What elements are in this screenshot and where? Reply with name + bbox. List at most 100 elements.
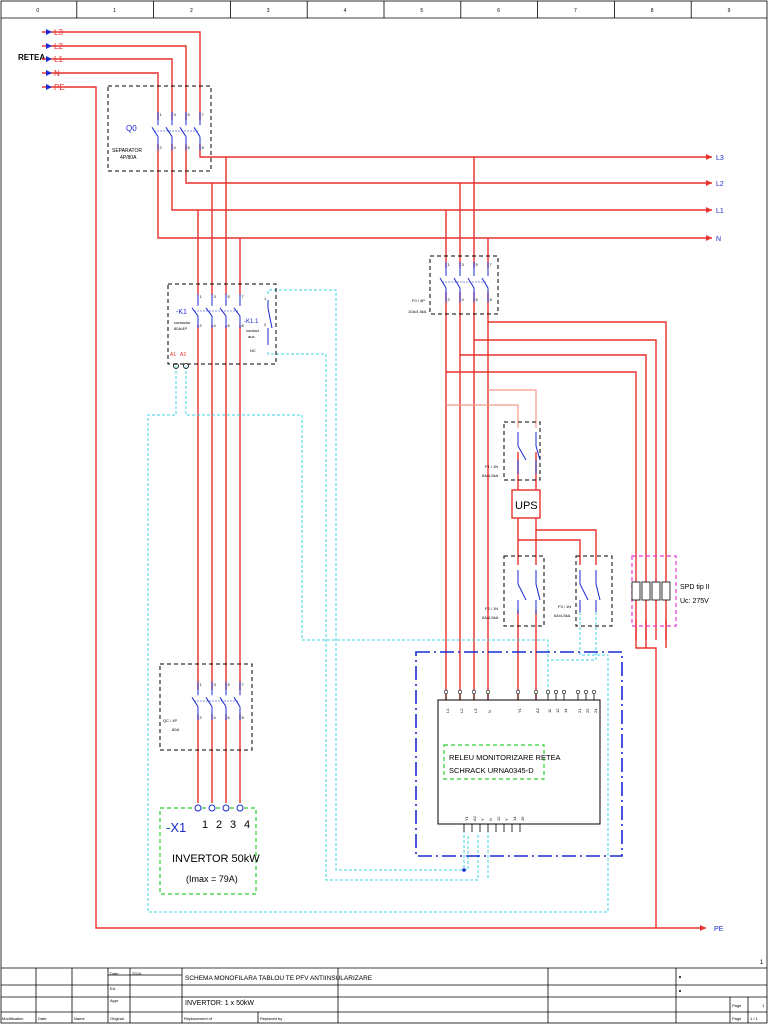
output-arrow-icon bbox=[706, 207, 712, 213]
terminal-bottom: 4 bbox=[214, 715, 217, 720]
relay-top-terminal bbox=[575, 689, 581, 695]
f3-breaker: F3 / 1N 6A/4,5kA bbox=[554, 555, 613, 627]
terminal-top: 7 bbox=[490, 262, 493, 267]
column-number: 9 bbox=[728, 8, 731, 14]
relay-top-terminal bbox=[583, 689, 589, 695]
pole-contact bbox=[179, 127, 187, 137]
junction-dot bbox=[462, 868, 466, 872]
pole-contact bbox=[439, 277, 447, 289]
k11-desc1: contact bbox=[246, 328, 260, 333]
k1-coil-terminal-a1 bbox=[173, 363, 179, 369]
inverter-terminal-label: 1 bbox=[202, 819, 208, 831]
tb-date: Date bbox=[38, 1016, 47, 1021]
relay-top-label: A2 bbox=[535, 707, 540, 713]
k11-desc2: aux. bbox=[248, 334, 256, 339]
ups-label: UPS bbox=[515, 500, 538, 512]
inverter-imax: (Imax = 79A) bbox=[186, 874, 238, 884]
terminal-top: 1 bbox=[200, 682, 203, 687]
inverter-terminal bbox=[236, 804, 244, 812]
terminal-bottom: 6 bbox=[228, 323, 231, 328]
tb-replacement-of: Replacement of bbox=[184, 1016, 213, 1021]
inverter-terminal bbox=[222, 804, 230, 812]
column-number: 7 bbox=[574, 8, 577, 14]
inverter-name: INVERTOR 50kW bbox=[172, 853, 260, 865]
pe-output-label: PE bbox=[714, 926, 724, 933]
ups-unit: UPS bbox=[511, 489, 541, 519]
output-arrow-icon bbox=[706, 235, 712, 241]
inverter-tag: -X1 bbox=[166, 820, 186, 835]
relay-top-terminal bbox=[553, 689, 559, 695]
terminal-bottom: 2 bbox=[160, 145, 163, 150]
pole-contact bbox=[205, 697, 213, 707]
tb-dot-1 bbox=[679, 976, 681, 978]
terminal-top: 3 bbox=[462, 262, 465, 267]
column-number: 0 bbox=[36, 8, 39, 14]
relay-top-label: 11 bbox=[547, 708, 552, 713]
f1-breaker: F1 / 1N 6A/4,5kA bbox=[482, 421, 541, 481]
pole-contact bbox=[233, 307, 241, 317]
tb-sheet-number: 1 bbox=[760, 960, 764, 966]
tb-title: SCHEMA MONOFILARA TABLOU TE PFV ANTIINSU… bbox=[185, 975, 373, 982]
pole-contact bbox=[151, 127, 159, 137]
pole-contact bbox=[453, 277, 461, 289]
relay-label1: RELEU MONITORIZARE RETEA bbox=[449, 753, 561, 762]
terminal-top: 3 bbox=[214, 294, 217, 299]
tb-date-value: 2024 bbox=[132, 971, 142, 976]
relay-top-label: 14 bbox=[563, 708, 568, 713]
power-wiring bbox=[52, 31, 712, 929]
relay-top-label: 21 bbox=[577, 708, 582, 713]
terminal-bottom: 8 bbox=[202, 145, 205, 150]
column-number: 2 bbox=[190, 8, 193, 14]
terminal-top: 1 bbox=[200, 294, 203, 299]
relay-top-terminal bbox=[533, 689, 539, 695]
pole-contact bbox=[193, 127, 201, 137]
output-bus-label: L3 bbox=[716, 155, 724, 162]
terminal-bottom: 6 bbox=[476, 297, 479, 302]
terminal-bottom: 8 bbox=[242, 715, 245, 720]
pe-arrow-icon bbox=[700, 925, 706, 931]
terminal-top: 5 bbox=[228, 294, 231, 299]
f0-tag: F0 / 4P bbox=[412, 298, 425, 303]
tb-page-label: Page bbox=[732, 1003, 742, 1008]
output-arrow-icon bbox=[706, 180, 712, 186]
relay-top-terminal bbox=[457, 689, 463, 695]
tb-subtitle: INVERTOR: 1 x 50kW bbox=[185, 1000, 254, 1007]
q0-desc2: 4P/80A bbox=[120, 155, 137, 161]
relay-top-label: L1 bbox=[445, 708, 450, 713]
inverter-terminal bbox=[208, 804, 216, 812]
column-number: 6 bbox=[497, 8, 500, 14]
k11-tag: -K1.1 bbox=[244, 319, 259, 325]
relay-top-label: 24 bbox=[593, 708, 598, 713]
inverter-terminal bbox=[194, 804, 202, 812]
relay-bottom-label: 15 bbox=[520, 816, 525, 821]
terminal-bottom: 4 bbox=[174, 145, 177, 150]
output-arrow-icon bbox=[706, 154, 712, 160]
relay-top-label: N bbox=[487, 710, 492, 713]
relay-bottom-label: A2 bbox=[472, 815, 477, 821]
input-arrow-icon bbox=[46, 56, 52, 62]
inverter-terminal-label: 4 bbox=[244, 819, 250, 831]
terminal-top: 5 bbox=[476, 262, 479, 267]
k1-coil-terminal-a2 bbox=[183, 363, 189, 369]
relay-top-terminal bbox=[591, 689, 597, 695]
relay-bottom-label: N bbox=[488, 818, 493, 821]
f1-desc: 6A/4,5kA bbox=[482, 473, 499, 478]
k1-desc1: contactor bbox=[174, 320, 191, 325]
pole-contact bbox=[481, 277, 489, 289]
output-bus-label: L2 bbox=[716, 181, 724, 188]
pole-contact bbox=[219, 697, 227, 707]
terminal-top: 5 bbox=[188, 112, 191, 117]
column-number: 1 bbox=[113, 8, 116, 14]
relay-top-label: L2 bbox=[459, 708, 464, 713]
f3-desc: 6A/4,5kA bbox=[554, 613, 571, 618]
column-number: 5 bbox=[420, 8, 423, 14]
tb-page-label-2: Page bbox=[732, 1016, 742, 1021]
terminal-top: 7 bbox=[242, 294, 245, 299]
relay-bottom-label: Y bbox=[480, 818, 485, 821]
relay-bottom-label: 14 bbox=[512, 816, 517, 821]
terminal-top: 3 bbox=[214, 682, 217, 687]
